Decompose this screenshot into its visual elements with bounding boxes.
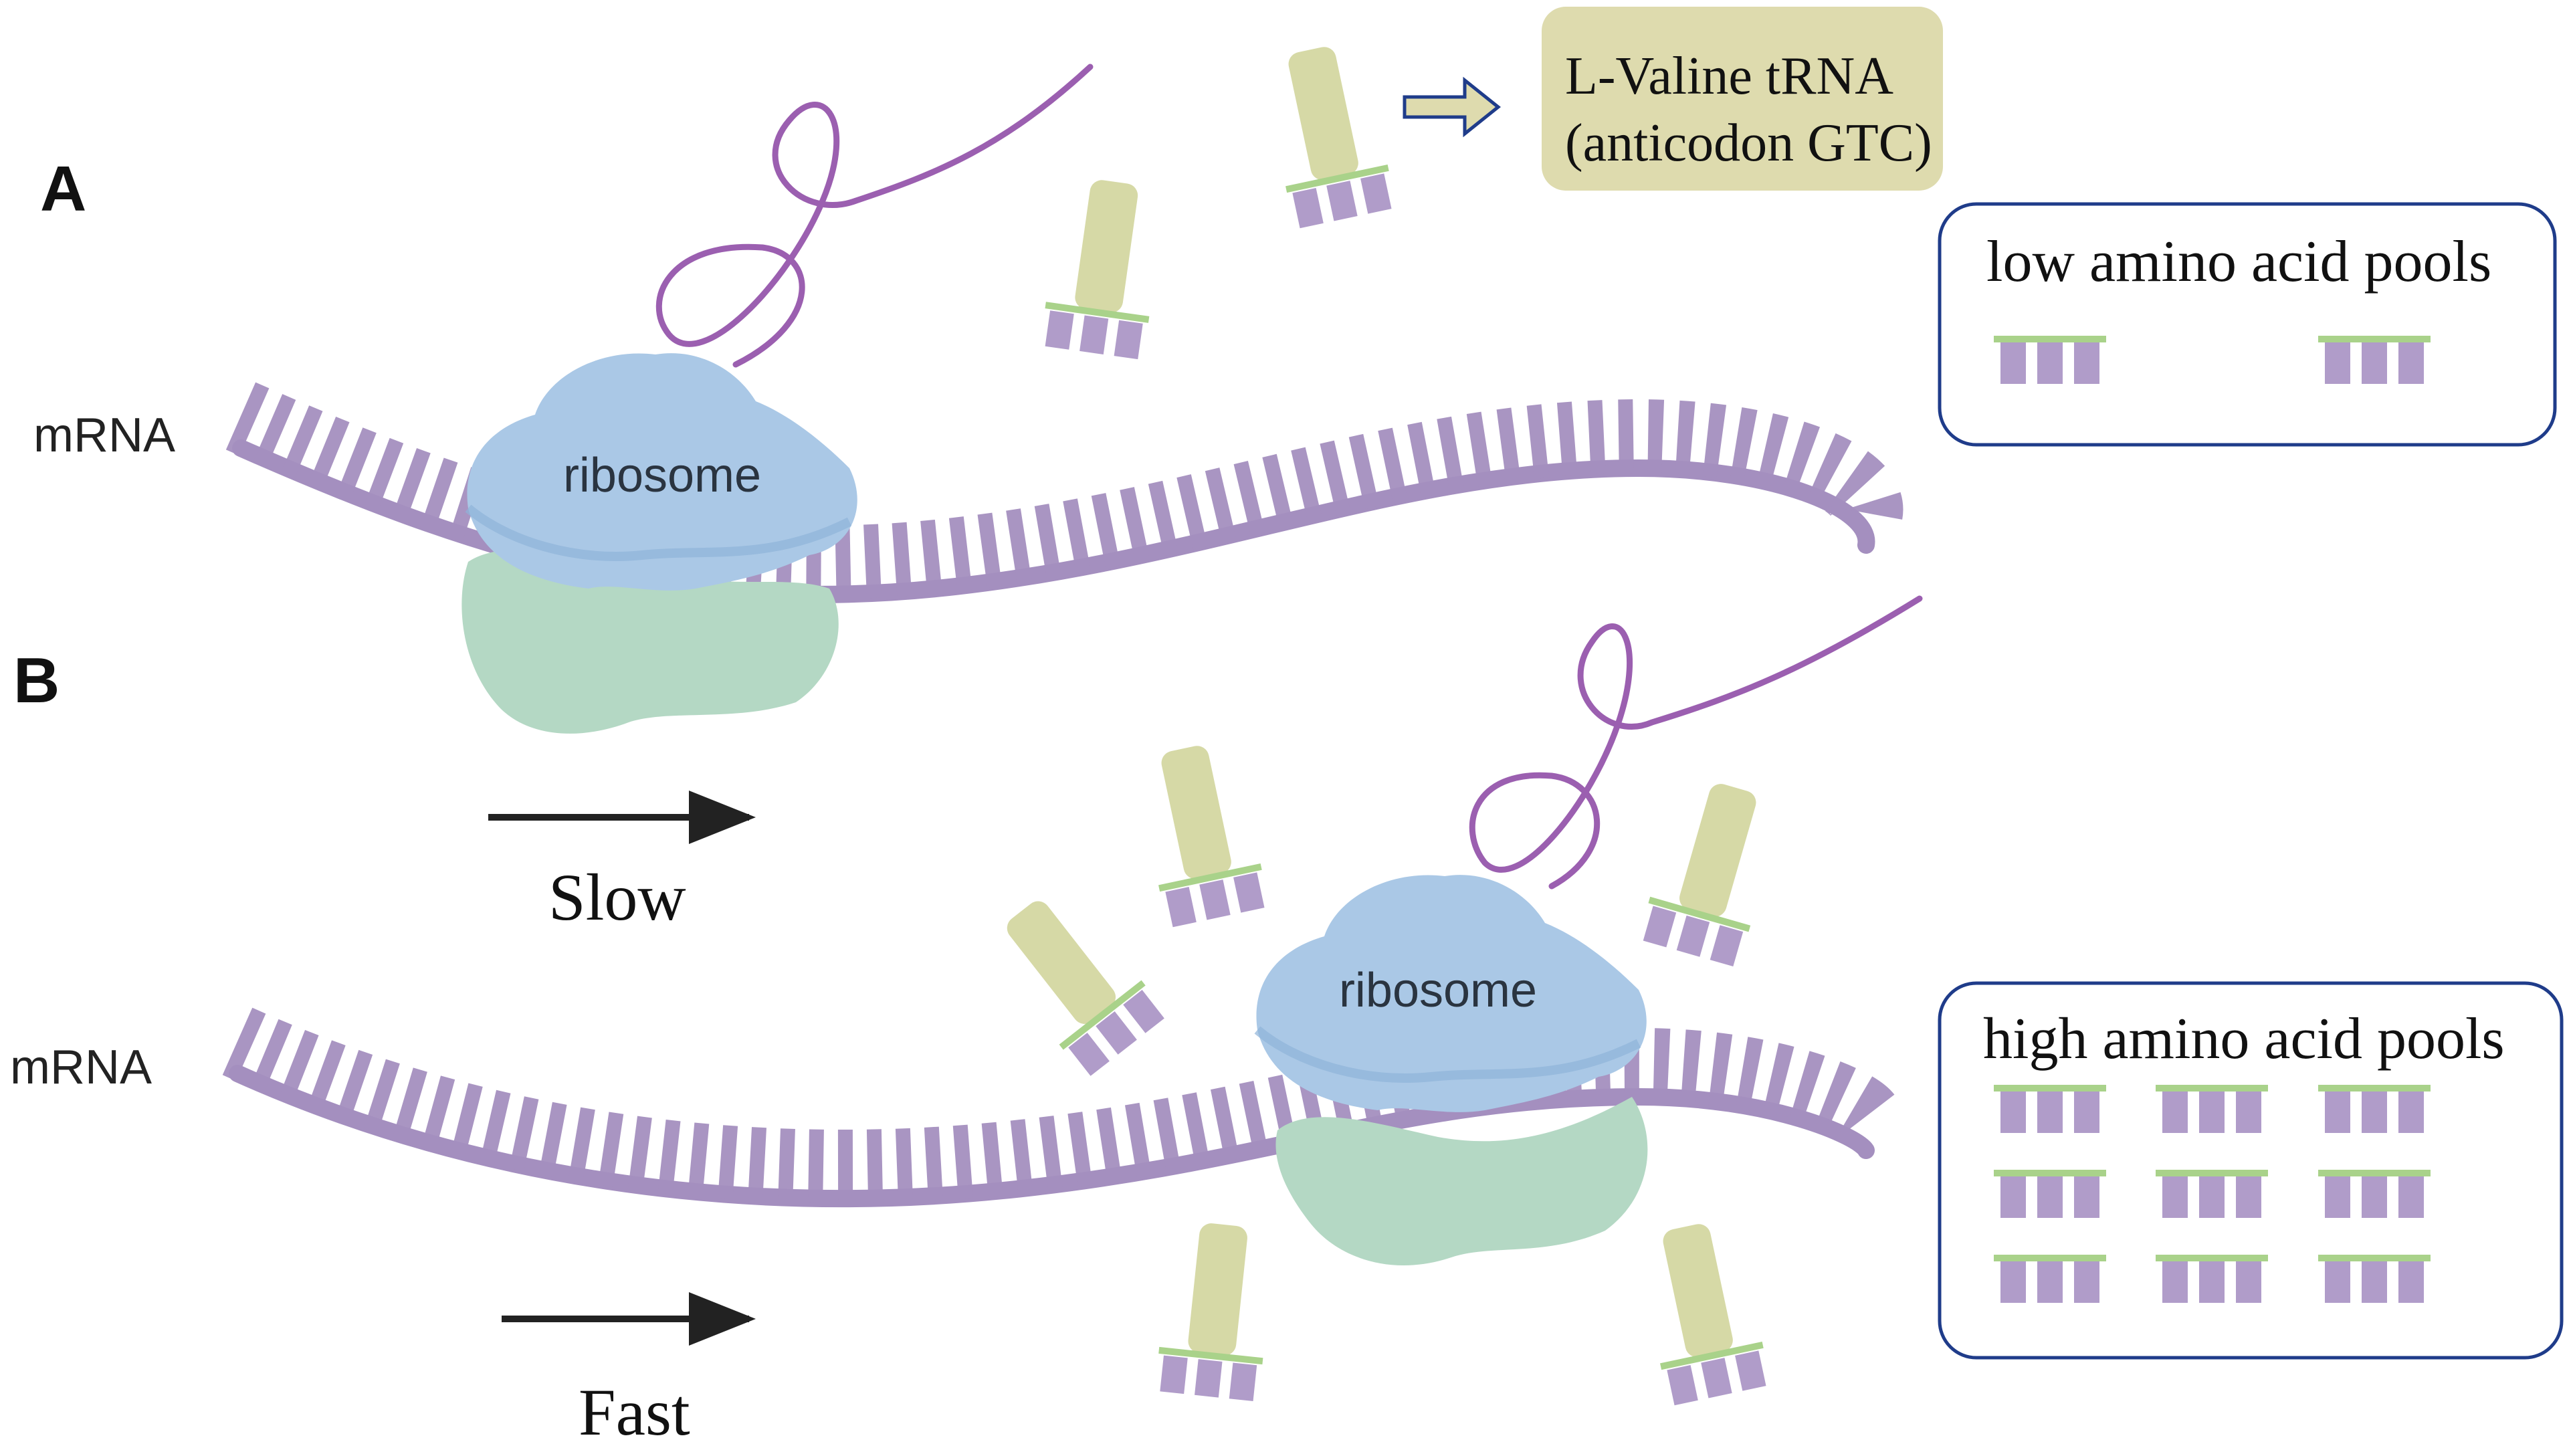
panel-b-trna-5 (1633, 1216, 1772, 1407)
high-pool-unit (2156, 1170, 2268, 1218)
panel-a-trna-1 (1039, 175, 1168, 360)
callout-line-1: L-Valine tRNA (1565, 47, 1893, 106)
high-pool-unit (2318, 1170, 2431, 1218)
panel-a: A mRNA ribosome L-Valine tRNA (anticodon… (33, 7, 2557, 934)
trna-callout: L-Valine tRNA (anticodon GTC) (1542, 7, 1943, 191)
panel-b-ribosome-label: ribosome (1339, 964, 1537, 1017)
panel-b: B mRNA ribosome high amino acid pools (10, 595, 2564, 1449)
high-pool-unit (1994, 1085, 2106, 1133)
panel-b-trna-3 (1638, 773, 1786, 968)
panel-a-ribosome-label: ribosome (563, 449, 761, 502)
panel-b-trna-1 (1132, 738, 1270, 928)
low-pool-title: low amino acid pools (1986, 229, 2491, 294)
low-pool-unit (1994, 336, 2106, 384)
panel-b-mrna-label: mRNA (10, 1041, 152, 1094)
panel-b-trna-2 (980, 879, 1169, 1079)
panel-a-peptide-chain (655, 64, 1094, 368)
high-pool-unit (1994, 1170, 2106, 1218)
panel-a-mrna-label: mRNA (33, 409, 175, 462)
callout-line-2: (anticodon GTC) (1565, 114, 1932, 173)
high-pool-title: high amino acid pools (1983, 1007, 2505, 1071)
panel-a-ribosome-large-subunit (467, 353, 857, 591)
high-pool-unit (2318, 1085, 2431, 1133)
high-pool-unit (2318, 1255, 2431, 1303)
high-pool-unit (2156, 1085, 2268, 1133)
panel-b-peptide-chain (1469, 595, 1923, 890)
panel-b-speed-label: Fast (579, 1375, 690, 1449)
high-pool-unit (1994, 1255, 2106, 1303)
panel-a-speed-label: Slow (548, 860, 686, 934)
panel-a-ribosome-small-subunit (461, 548, 839, 734)
panel-b-mrna-strand (222, 1007, 1899, 1208)
low-pool-unit (2318, 336, 2431, 384)
panel-b-ribosome-large-subunit (1256, 875, 1647, 1112)
panel-b-letter: B (13, 645, 60, 716)
low-pool-box: low amino acid pools (1938, 202, 2557, 447)
panel-b-ribosome-small-subunit (1275, 1097, 1648, 1265)
panel-a-letter: A (40, 153, 86, 225)
callout-pointer-arrow (1403, 76, 1502, 138)
high-pool-unit (2156, 1255, 2268, 1303)
panel-b-trna-4 (1154, 1219, 1277, 1402)
high-pool-box: high amino acid pools (1938, 981, 2564, 1360)
panel-a-trna-2 (1259, 39, 1397, 229)
